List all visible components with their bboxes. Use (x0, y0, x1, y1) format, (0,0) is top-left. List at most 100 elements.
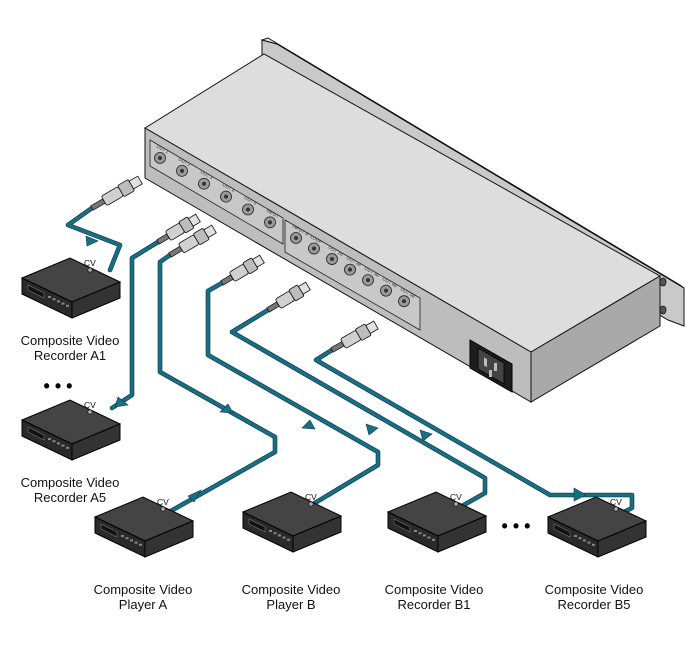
cv-port-label: CV (450, 492, 462, 502)
ellipsis-recorders-b: • • • (502, 516, 531, 536)
plug-out1 (90, 175, 143, 211)
device-button (61, 444, 65, 447)
device-button (427, 536, 431, 539)
power-inlet (469, 339, 513, 393)
device-button (578, 537, 582, 540)
arrow-along-b1-cable (365, 423, 379, 436)
device-player-a: CV (93, 496, 195, 558)
cable-out1b-to-recorder-b1 (230, 308, 487, 512)
panel-b-socket-pin (294, 236, 298, 240)
label-recorder-a1-line1: Composite Video (21, 333, 120, 348)
label-recorder-b1-line1: Composite Video (385, 582, 484, 597)
device-button (52, 440, 56, 443)
device-button (66, 304, 69, 307)
panel-a-port-label: OUT 4 (222, 182, 236, 193)
device-button (574, 535, 577, 537)
label-recorder-a5-line2: Recorder A5 (34, 490, 106, 505)
panel-b-socket-pin (312, 246, 316, 251)
device-button (592, 543, 595, 546)
device-button (57, 300, 60, 303)
arrow-along-player-b-cable (301, 419, 316, 430)
device-button (130, 539, 133, 542)
cable-out5-to-recorder-a5 (110, 240, 160, 410)
arrow-from-player-a (187, 489, 202, 503)
cv-port (87, 267, 93, 273)
arrow-to-recorder-a1 (85, 235, 99, 247)
panel-a-port-label: INPUT (266, 208, 280, 219)
device-button (432, 538, 435, 541)
cv-port-label: CV (84, 258, 96, 268)
device-rec-b5: CV (546, 496, 648, 558)
device-player-b: CV (241, 491, 343, 553)
panel-a-socket-pin (246, 207, 250, 212)
cables (65, 205, 635, 523)
device-button (66, 446, 69, 449)
panel-b-socket-pin (348, 267, 352, 272)
device-labels: Composite Video Recorder A1 Composite Vi… (21, 333, 644, 612)
bnc-plugs (90, 175, 379, 353)
cv-port-label: CV (84, 400, 96, 410)
plug-input (168, 224, 217, 258)
label-player-a-line2: Player A (119, 597, 168, 612)
cv-port (160, 506, 166, 512)
arrow-along-b5-cable (419, 429, 433, 442)
panel-a-socket-pin (158, 156, 162, 160)
device-button (48, 438, 51, 440)
device-rec-a5: CV (20, 399, 122, 461)
cv-port-label: CV (610, 497, 622, 507)
panel-a-socket-pin (268, 220, 272, 225)
cv-port (87, 409, 93, 415)
panel-a-port-label: OUT 5 (244, 195, 258, 206)
plug-out5 (156, 213, 201, 245)
label-player-b-line2: Player B (266, 597, 315, 612)
ellipsis-recorders-a: • • • (44, 376, 73, 396)
cable-player-b-to-input-b (206, 281, 380, 514)
label-recorder-a1-line2: Recorder A1 (34, 348, 106, 363)
panel-b-port-label: LOOP (310, 234, 323, 245)
device-button (418, 532, 422, 535)
cv-port (613, 506, 619, 512)
device-button (278, 534, 281, 537)
cv-port (453, 501, 459, 507)
signal-arrows (85, 235, 587, 503)
device-button (587, 541, 591, 544)
cable-out5b-to-recorder-b5 (314, 348, 634, 520)
arrow-to-recorder-a5 (114, 396, 129, 408)
device-button (423, 534, 426, 537)
panel-b-socket-pin (366, 278, 370, 283)
device-button (48, 296, 51, 298)
device-button (121, 535, 124, 537)
plug-out5b (330, 320, 379, 353)
device-rec-a1: CV (20, 257, 122, 319)
label-recorder-b1-line2: Recorder B1 (398, 597, 471, 612)
arrow-to-recorder-b5 (573, 487, 587, 502)
panel-a-socket-pin (202, 181, 206, 186)
panel-a-socket-pin (180, 168, 184, 173)
panel-b-socket-pin (402, 299, 406, 304)
device-button (273, 532, 277, 535)
label-recorder-a5-line1: Composite Video (21, 475, 120, 490)
device-button (282, 536, 286, 539)
plug-input-b (220, 254, 265, 286)
device-button (287, 538, 290, 541)
device-button (139, 543, 142, 546)
device-button (269, 530, 272, 532)
cv-port-label: CV (157, 497, 169, 507)
distribution-amplifier (144, 37, 685, 403)
devices: CV CV CV CV CV CV (20, 257, 648, 558)
label-player-b-line1: Composite Video (242, 582, 341, 597)
device-button (583, 539, 586, 542)
device-rec-b1: CV (386, 491, 488, 553)
arrow-along-player-a-cable (219, 403, 234, 414)
device-button (125, 537, 129, 540)
panel-b-socket-pin (330, 257, 334, 262)
panel-a-socket-pin (224, 194, 228, 199)
device-button (134, 541, 138, 544)
label-recorder-b5-line1: Composite Video (545, 582, 644, 597)
panel-a-port-label: OUT 1 (156, 144, 170, 155)
plug-out1b (266, 281, 311, 313)
label-recorder-b5-line2: Recorder B5 (558, 597, 631, 612)
panel-a-port-label: OUT 2 (178, 156, 192, 167)
device-button (57, 442, 60, 445)
